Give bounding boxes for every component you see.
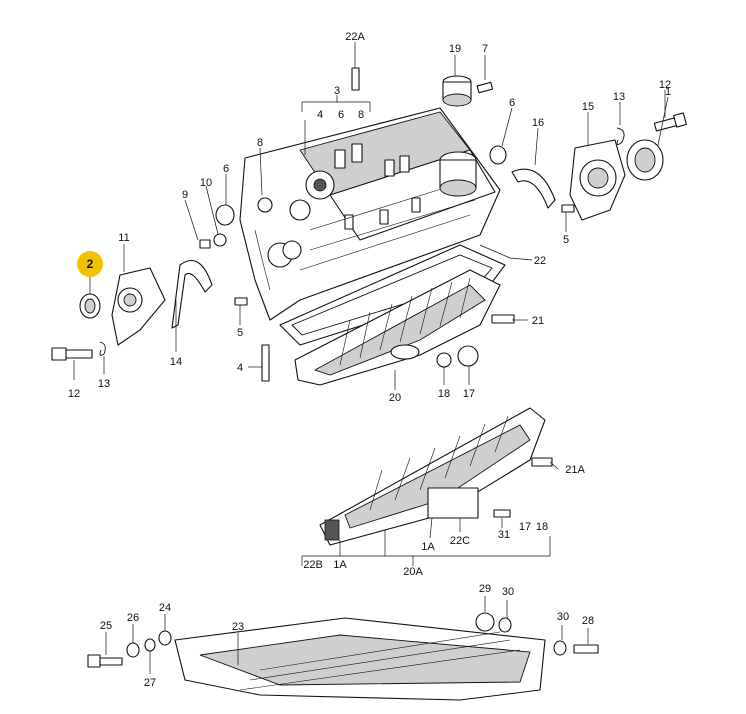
- callout-29: 29: [479, 583, 491, 595]
- callout-22C: 22C: [450, 535, 470, 547]
- oil-pan-20A: [319, 407, 546, 546]
- callout-12-right: 12: [659, 79, 671, 91]
- front-sealing-flange: [111, 267, 166, 346]
- front-oil-seal: [79, 293, 101, 319]
- engine-block: [239, 107, 501, 321]
- callout-3: 3: [334, 85, 340, 97]
- callout-4: 4: [237, 362, 243, 374]
- seal-30a: [498, 617, 512, 633]
- callout-18-lower: 18: [536, 521, 548, 533]
- bolt-28: [573, 644, 599, 654]
- callout-15: 15: [582, 101, 594, 113]
- callout-19: 19: [449, 43, 461, 55]
- dowel-5-left: [234, 297, 248, 306]
- callout-22: 22: [534, 255, 546, 267]
- callout-22B: 22B: [303, 559, 323, 571]
- callout-8: 8: [257, 137, 263, 149]
- oil-level-sender: [442, 75, 472, 107]
- callout-26: 26: [127, 612, 139, 624]
- callout-6-right: 6: [509, 97, 515, 109]
- callout-5-right: 5: [563, 234, 569, 246]
- callout-3-8: 8: [358, 109, 364, 121]
- callout-5-left: 5: [237, 327, 243, 339]
- callout-21A: 21A: [565, 464, 585, 476]
- rear-flange-gasket: [511, 168, 556, 209]
- front-flange-gasket: [171, 260, 213, 329]
- oil-pan-gasket: [279, 244, 506, 346]
- plug-9: [199, 239, 211, 249]
- seal-18: [436, 352, 452, 368]
- callout-7: 7: [482, 43, 488, 55]
- callout-17-lower: 17: [519, 521, 531, 533]
- bolt-4: [261, 344, 270, 382]
- leader-lines: [73, 42, 669, 674]
- callout-21: 21: [532, 315, 544, 327]
- bolt-21: [491, 314, 515, 324]
- callout-30-right: 30: [557, 611, 569, 623]
- callout-20: 20: [389, 392, 401, 404]
- callout-1: 1: [665, 86, 671, 98]
- callout-3-6: 6: [338, 109, 344, 121]
- callout-6-left: 6: [223, 163, 229, 175]
- callout-31: 31: [498, 529, 510, 541]
- callout-1A-left: 1A: [333, 559, 347, 571]
- bolt-21A: [531, 457, 553, 467]
- plug-29: [475, 612, 495, 632]
- callout-12-left: 12: [68, 388, 80, 400]
- callout-11: 11: [118, 232, 129, 244]
- callout-27: 27: [144, 677, 156, 689]
- highlighted-part-callout[interactable]: 2: [77, 251, 103, 277]
- callout-3-4: 4: [317, 109, 323, 121]
- callout-24: 24: [159, 602, 171, 614]
- bolt-25: [87, 654, 123, 668]
- rear-clip: [616, 127, 625, 145]
- callout-22A: 22A: [345, 31, 365, 43]
- plug-6-right: [489, 145, 507, 165]
- seal-30b: [553, 640, 567, 656]
- drain-plug-17: [457, 345, 479, 367]
- dowel-pin-22A: [351, 67, 360, 91]
- callout-25: 25: [100, 620, 112, 632]
- callout-2[interactable]: 2: [87, 257, 94, 271]
- callout-13-right: 13: [613, 91, 625, 103]
- callout-18: 18: [438, 388, 450, 400]
- sleeve-7: [476, 81, 494, 94]
- seal-27: [144, 638, 156, 652]
- bolt-31: [493, 509, 511, 518]
- rear-flange-bolt: [653, 112, 687, 132]
- callout-labels: 22A 19 7 3 4 6 8 15 13 12 1 6 16 8 6 9 1…: [68, 31, 671, 689]
- callout-23: 23: [232, 621, 244, 633]
- callout-9: 9: [182, 189, 188, 201]
- seal-24: [158, 630, 172, 646]
- rear-oil-seal: [626, 139, 664, 181]
- rear-sealing-flange: [569, 139, 626, 221]
- plug-6-left: [215, 204, 235, 226]
- callout-14: 14: [170, 356, 182, 368]
- callout-1A-right: 1A: [421, 541, 435, 553]
- callout-16: 16: [532, 117, 544, 129]
- callout-20A: 20A: [403, 566, 423, 578]
- front-clip: [99, 341, 106, 356]
- front-flange-bolt: [51, 347, 93, 361]
- callout-30-left: 30: [502, 586, 514, 598]
- highlight-circle[interactable]: [77, 251, 103, 277]
- callout-13-left: 13: [98, 378, 110, 390]
- callout-17: 17: [463, 388, 475, 400]
- oil-pan-23: [174, 617, 546, 701]
- seal-10: [213, 233, 227, 247]
- callout-28: 28: [582, 615, 594, 627]
- washer-26: [126, 642, 140, 658]
- oil-pan: [294, 269, 501, 386]
- callout-10: 10: [200, 177, 212, 189]
- dowel-5-right: [561, 204, 575, 213]
